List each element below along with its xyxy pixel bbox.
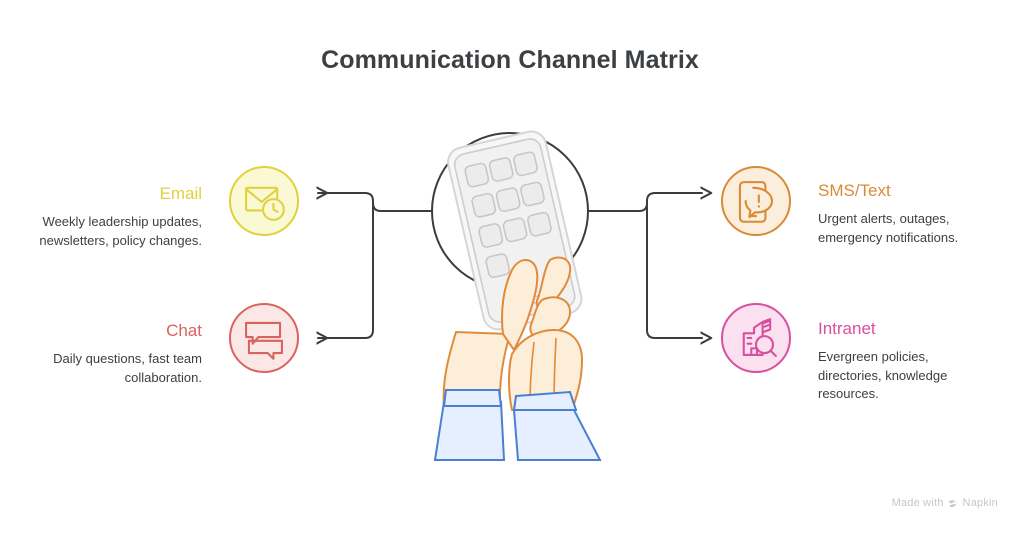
page-title: Communication Channel Matrix	[321, 46, 699, 74]
connector-chat	[318, 202, 374, 338]
hands-holding-phone-illustration	[431, 130, 602, 461]
connector-intranet	[646, 202, 702, 338]
node-desc-email: Weekly leadership updates, newsletters, …	[39, 214, 202, 248]
email-icon-circle[interactable]	[229, 166, 299, 236]
right-hand	[508, 256, 602, 461]
watermark: Made with Napkin	[892, 497, 998, 509]
intranet-icon-circle[interactable]	[721, 303, 791, 373]
text-email: Email Weekly leadership updates, newslet…	[32, 183, 202, 250]
node-label-intranet: Intranet	[818, 319, 876, 338]
node-desc-sms: Urgent alerts, outages, emergency notifi…	[818, 211, 959, 245]
speech-bubbles-icon	[245, 321, 283, 360]
text-intranet: Intranet Evergreen policies, directories…	[818, 318, 988, 404]
text-chat: Chat Daily questions, fast team collabor…	[32, 320, 202, 387]
node-desc-chat: Daily questions, fast team collaboration…	[53, 351, 202, 385]
left-hand	[433, 259, 539, 461]
node-label-chat: Chat	[166, 321, 202, 340]
watermark-text: Made with	[891, 497, 944, 509]
building-search-icon	[742, 318, 777, 357]
envelope-clock-icon	[245, 186, 285, 221]
chat-icon-circle[interactable]	[229, 303, 299, 373]
phone-alert-icon	[738, 181, 774, 223]
node-label-email: Email	[159, 184, 202, 203]
node-desc-intranet: Evergreen policies, directories, knowled…	[818, 349, 948, 401]
node-label-sms: SMS/Text	[818, 181, 891, 200]
napkin-logo-icon	[948, 499, 958, 507]
sms-icon-circle[interactable]	[721, 166, 791, 236]
watermark-brand: Napkin	[962, 497, 998, 509]
text-sms: SMS/Text Urgent alerts, outages, emergen…	[818, 180, 988, 247]
